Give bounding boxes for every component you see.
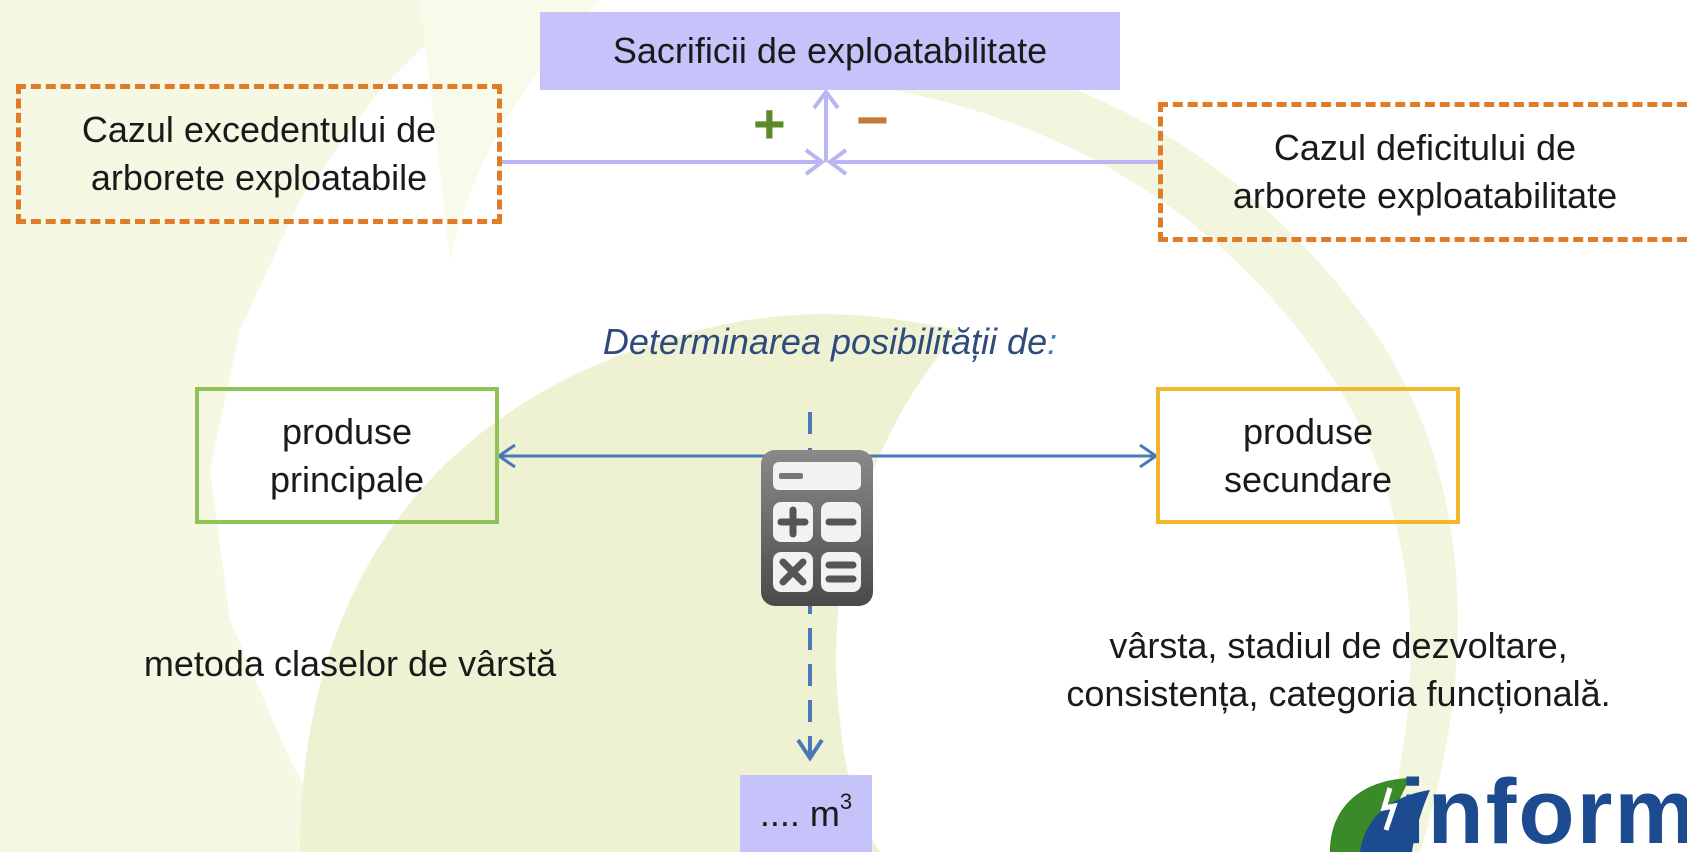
up-connector-arrowhead	[812, 88, 840, 110]
minus-sign: −	[856, 88, 889, 151]
main-products-line1: produse	[281, 410, 413, 452]
secondary-products-box: produse secundare	[1156, 387, 1460, 524]
right-connector-arrowhead	[826, 148, 848, 176]
calculator-icon	[761, 450, 873, 606]
sacrifices-title-box: Sacrificii de exploatabilitate	[540, 12, 1120, 90]
subtitle-colon: :	[1047, 321, 1058, 362]
deficit-case-line1: Cazul deficitului de	[1273, 127, 1577, 168]
main-products-line2: principale	[269, 458, 425, 500]
dashed-down-arrowhead	[796, 738, 824, 762]
result-value: ....	[759, 792, 800, 834]
inform-logo: inform	[1320, 768, 1687, 852]
deficit-case-line2: arborete exploatabilitate	[1232, 175, 1618, 216]
logo-text: inform	[1400, 768, 1687, 852]
surplus-case-line1: Cazul excedentului de	[81, 109, 437, 150]
criteria-line2: consistența, categoria funcțională.	[1066, 673, 1611, 714]
surplus-case-box: Cazul excedentului de arborete exploatab…	[16, 84, 502, 224]
surplus-case-line2: arborete exploatabile	[90, 157, 428, 198]
secondary-products-line2: secundare	[1223, 458, 1393, 500]
result-unit: m	[809, 792, 840, 834]
criteria-line1: vârsta, stadiul de dezvoltare,	[1109, 625, 1568, 666]
deficit-case-box: Cazul deficitului de arborete exploatabi…	[1158, 102, 1687, 242]
subtitle-text: Determinarea posibilității de	[602, 321, 1048, 362]
determination-subtitle: Determinarea posibilității de:	[520, 318, 1140, 366]
criteria-text: vârsta, stadiul de dezvoltare, consisten…	[990, 622, 1687, 718]
leaf-logo-icon	[1330, 778, 1430, 852]
main-products-box: produse principale	[195, 387, 499, 524]
plus-sign: +	[753, 92, 786, 155]
left-connector-arrowhead	[804, 148, 826, 176]
sacrifices-title: Sacrificii de exploatabilitate	[612, 30, 1048, 71]
secondary-products-line1: produse	[1242, 410, 1374, 452]
products-arrow-left	[496, 443, 516, 469]
age-class-method: metoda claselor de vârstă	[143, 643, 557, 684]
